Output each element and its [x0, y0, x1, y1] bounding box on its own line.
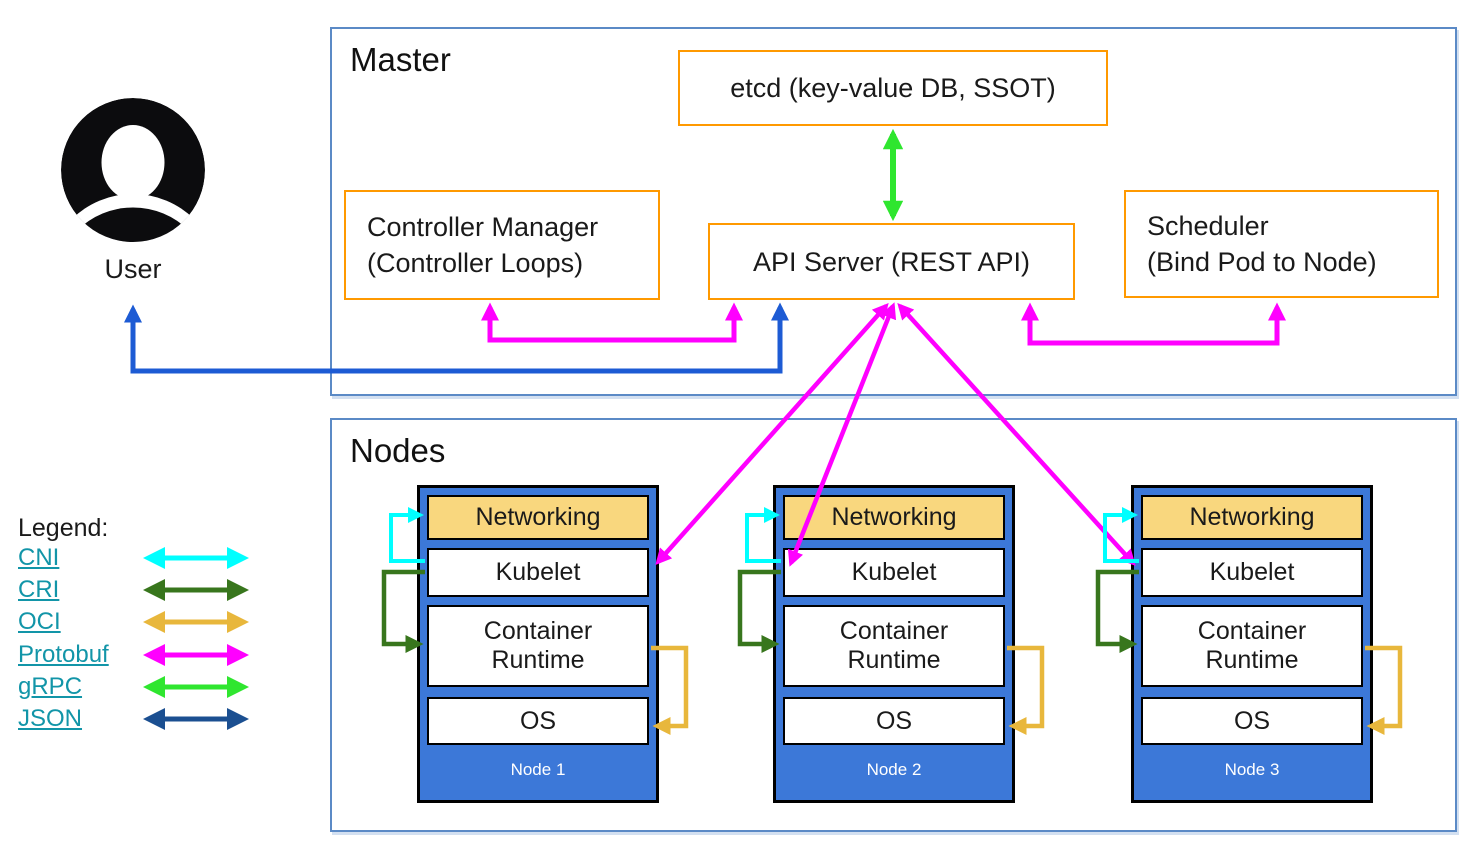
etcd-label: etcd (key-value DB, SSOT) [730, 73, 1056, 103]
legend-link-oci[interactable]: OCI [18, 608, 61, 635]
node2-name: Node 2 [866, 760, 922, 779]
etcd-box: etcd (key-value DB, SSOT) [678, 50, 1108, 126]
legend-link-json[interactable]: JSON [18, 705, 83, 732]
node1-name: Node 1 [510, 760, 566, 779]
legend-link-cri[interactable]: CRI [18, 576, 60, 603]
node2-container-runtime-box: Container Runtime [783, 605, 1005, 687]
oci-arrow-icon [143, 611, 249, 633]
controller-manager-label-line1: Controller Manager [367, 212, 599, 242]
node-1: Networking Kubelet Container Runtime OS … [417, 485, 659, 803]
node3-container-runtime-box: Container Runtime [1141, 605, 1363, 687]
cni-arrow-icon [143, 547, 249, 569]
node1-kubelet-box: Kubelet [427, 548, 649, 597]
user-label: User [104, 254, 162, 284]
legend-row-json: JSON [18, 703, 250, 735]
json-arrow-icon [143, 708, 249, 730]
node3-networking-box: Networking [1141, 495, 1363, 540]
node2-kubelet-box: Kubelet [783, 548, 1005, 597]
legend-row-protobuf: Protobuf [18, 639, 250, 671]
legend-link-cni[interactable]: CNI [18, 544, 60, 571]
scheduler-box: Scheduler (Bind Pod to Node) [1124, 190, 1439, 298]
grpc-arrow-icon [143, 676, 249, 698]
master-section-label: Master [350, 41, 451, 78]
legend-row-cni: CNI [18, 542, 250, 574]
node3-kubelet-box: Kubelet [1141, 548, 1363, 597]
node3-name: Node 3 [1224, 760, 1280, 779]
node2-networking-box: Networking [783, 495, 1005, 540]
scheduler-label-line1: Scheduler [1147, 211, 1269, 241]
controller-manager-label-line2: (Controller Loops) [367, 248, 584, 278]
node-2: Networking Kubelet Container Runtime OS … [773, 485, 1015, 803]
node-3: Networking Kubelet Container Runtime OS … [1131, 485, 1373, 803]
controller-manager-box: Controller Manager (Controller Loops) [344, 190, 660, 300]
node1-networking-box: Networking [427, 495, 649, 540]
legend-row-grpc: gRPC [18, 671, 250, 703]
legend-link-grpc[interactable]: gRPC [18, 673, 83, 700]
node2-os-box: OS [783, 697, 1005, 745]
legend-row-oci: OCI [18, 606, 250, 638]
node3-os-box: OS [1141, 697, 1363, 745]
user-icon [61, 98, 205, 242]
node1-os-box: OS [427, 697, 649, 745]
scheduler-label-line2: (Bind Pod to Node) [1147, 247, 1377, 277]
protobuf-arrow-icon [143, 644, 249, 666]
api-server-label: API Server (REST API) [752, 246, 1031, 277]
cri-arrow-icon [143, 579, 249, 601]
nodes-section-label: Nodes [350, 432, 446, 469]
legend-row-cri: CRI [18, 574, 250, 606]
api-server-box: API Server (REST API) [708, 223, 1075, 300]
node1-container-runtime-box: Container Runtime [427, 605, 649, 687]
legend-title: Legend: [18, 514, 109, 542]
legend-link-protobuf[interactable]: Protobuf [18, 641, 109, 668]
